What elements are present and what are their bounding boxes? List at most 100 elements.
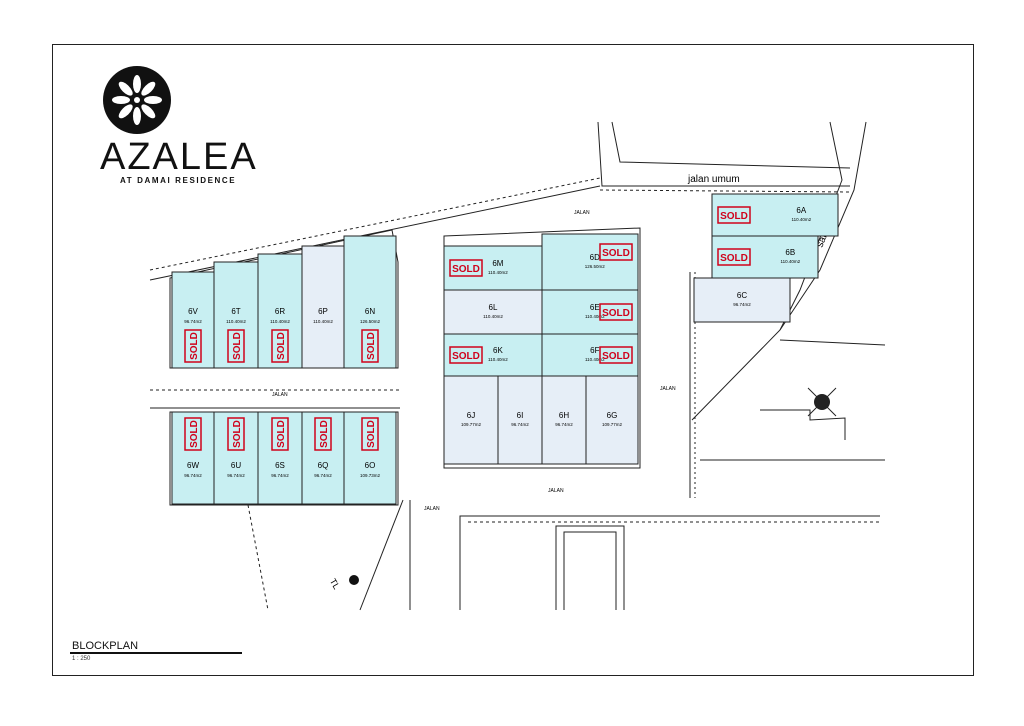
lot-area-label: 96.74m2 [184, 473, 202, 478]
lot-area-label: 110.40m2 [791, 217, 811, 222]
sold-label: SOLD [189, 332, 200, 360]
lot-plot [257, 253, 303, 369]
lots-layer: 6V96.74m2SOLD6T110.40m2SOLD6R110.40m2SOL… [171, 193, 839, 505]
lot-6o[interactable]: 6O 109.73m2 SOLD [343, 411, 397, 505]
road-edge [611, 121, 851, 169]
lot-id-label: 6N [365, 307, 375, 316]
sold-stamp: SOLD [599, 243, 633, 261]
lot-plot [541, 233, 639, 291]
lot-6l[interactable]: 6L 110.40m2 [443, 289, 543, 335]
sold-stamp: SOLD [361, 329, 379, 363]
road-edge [359, 499, 404, 611]
sold-stamp: SOLD [361, 417, 379, 451]
lot-area-label: 126.50m2 [360, 319, 381, 324]
sold-label: SOLD [276, 420, 287, 448]
sold-label: SOLD [366, 420, 377, 448]
sold-label: SOLD [319, 420, 330, 448]
sold-stamp: SOLD [184, 329, 202, 363]
lot-id-label: 6J [467, 411, 475, 420]
lot-6h[interactable]: 6H 96.74m2 [541, 375, 587, 465]
sold-stamp: SOLD [449, 259, 483, 277]
lot-area-label: 96.74m2 [184, 319, 202, 324]
road-edge [247, 504, 269, 611]
lot-area-label: 96.74m2 [227, 473, 245, 478]
lot-id-label: 6R [275, 307, 285, 316]
sold-label: SOLD [602, 248, 630, 259]
sold-label: SOLD [720, 211, 748, 222]
tl-label: TL [328, 577, 342, 591]
sold-stamp: SOLD [227, 417, 245, 451]
sold-label: SOLD [232, 420, 243, 448]
lot-6p[interactable]: 6P 110.40m2 [301, 245, 345, 369]
lot-plot [343, 235, 397, 369]
lot-area-label: 110.40m2 [585, 357, 605, 362]
lot-id-label: 6P [318, 307, 328, 316]
sold-label: SOLD [602, 308, 630, 319]
plan-frame [52, 44, 974, 676]
sold-stamp: SOLD [449, 346, 483, 364]
brand-name: AZALEA [100, 136, 258, 178]
lot-area-label: 96.74m2 [733, 302, 751, 307]
lot-plot [541, 289, 639, 335]
lot-area-label: 126.50m2 [585, 264, 606, 269]
lot-plot [343, 411, 397, 505]
river-edge [691, 121, 843, 421]
lot-plot [541, 333, 639, 377]
lot-area-label: 110.40m2 [313, 319, 333, 324]
plan-scale: 1 : 250 [72, 656, 91, 662]
lot-id-label: 6O [365, 461, 376, 470]
building-outline [563, 531, 617, 610]
sold-label: SOLD [452, 351, 480, 362]
lot-id-label: 6G [607, 411, 618, 420]
lot-area-label: 110.40m2 [226, 319, 246, 324]
road-edge [779, 339, 886, 346]
lot-plot [497, 375, 543, 465]
lot-area-label: 110.40m2 [483, 314, 503, 319]
sold-label: SOLD [452, 264, 480, 275]
lot-plot [257, 411, 303, 505]
lot-plot [171, 271, 215, 369]
road-edge [599, 189, 851, 193]
lot-area-label: 96.74m2 [314, 473, 332, 478]
lot-plot [443, 333, 543, 377]
sold-label: SOLD [232, 332, 243, 360]
lot-id-label: 6I [517, 411, 524, 420]
lot-id-label: 6E [590, 303, 600, 312]
jalan-umum-label: jalan umum [687, 174, 740, 185]
lot-area-label: 96.74m2 [555, 422, 573, 427]
lot-area-label: 109.73m2 [360, 473, 381, 478]
sold-stamp: SOLD [227, 329, 245, 363]
brand-subtitle: AT DAMAI RESIDENCE [120, 176, 237, 185]
lot-id-label: 6F [590, 346, 599, 355]
lot-plot [541, 375, 587, 465]
lot-plot [213, 411, 259, 505]
lot-plot [171, 411, 215, 505]
jalan-label: JALAN [424, 506, 440, 512]
plan-title: BLOCKPLAN [72, 640, 139, 652]
lot-plot [711, 193, 839, 237]
lot-id-label: 6H [559, 411, 569, 420]
lot-id-label: 6L [489, 303, 498, 312]
lot-6a[interactable]: 6A 110.40m2 SOLD [711, 193, 839, 237]
sold-stamp: SOLD [184, 417, 202, 451]
lot-plot [301, 245, 345, 369]
lot-id-label: 6A [796, 206, 806, 215]
